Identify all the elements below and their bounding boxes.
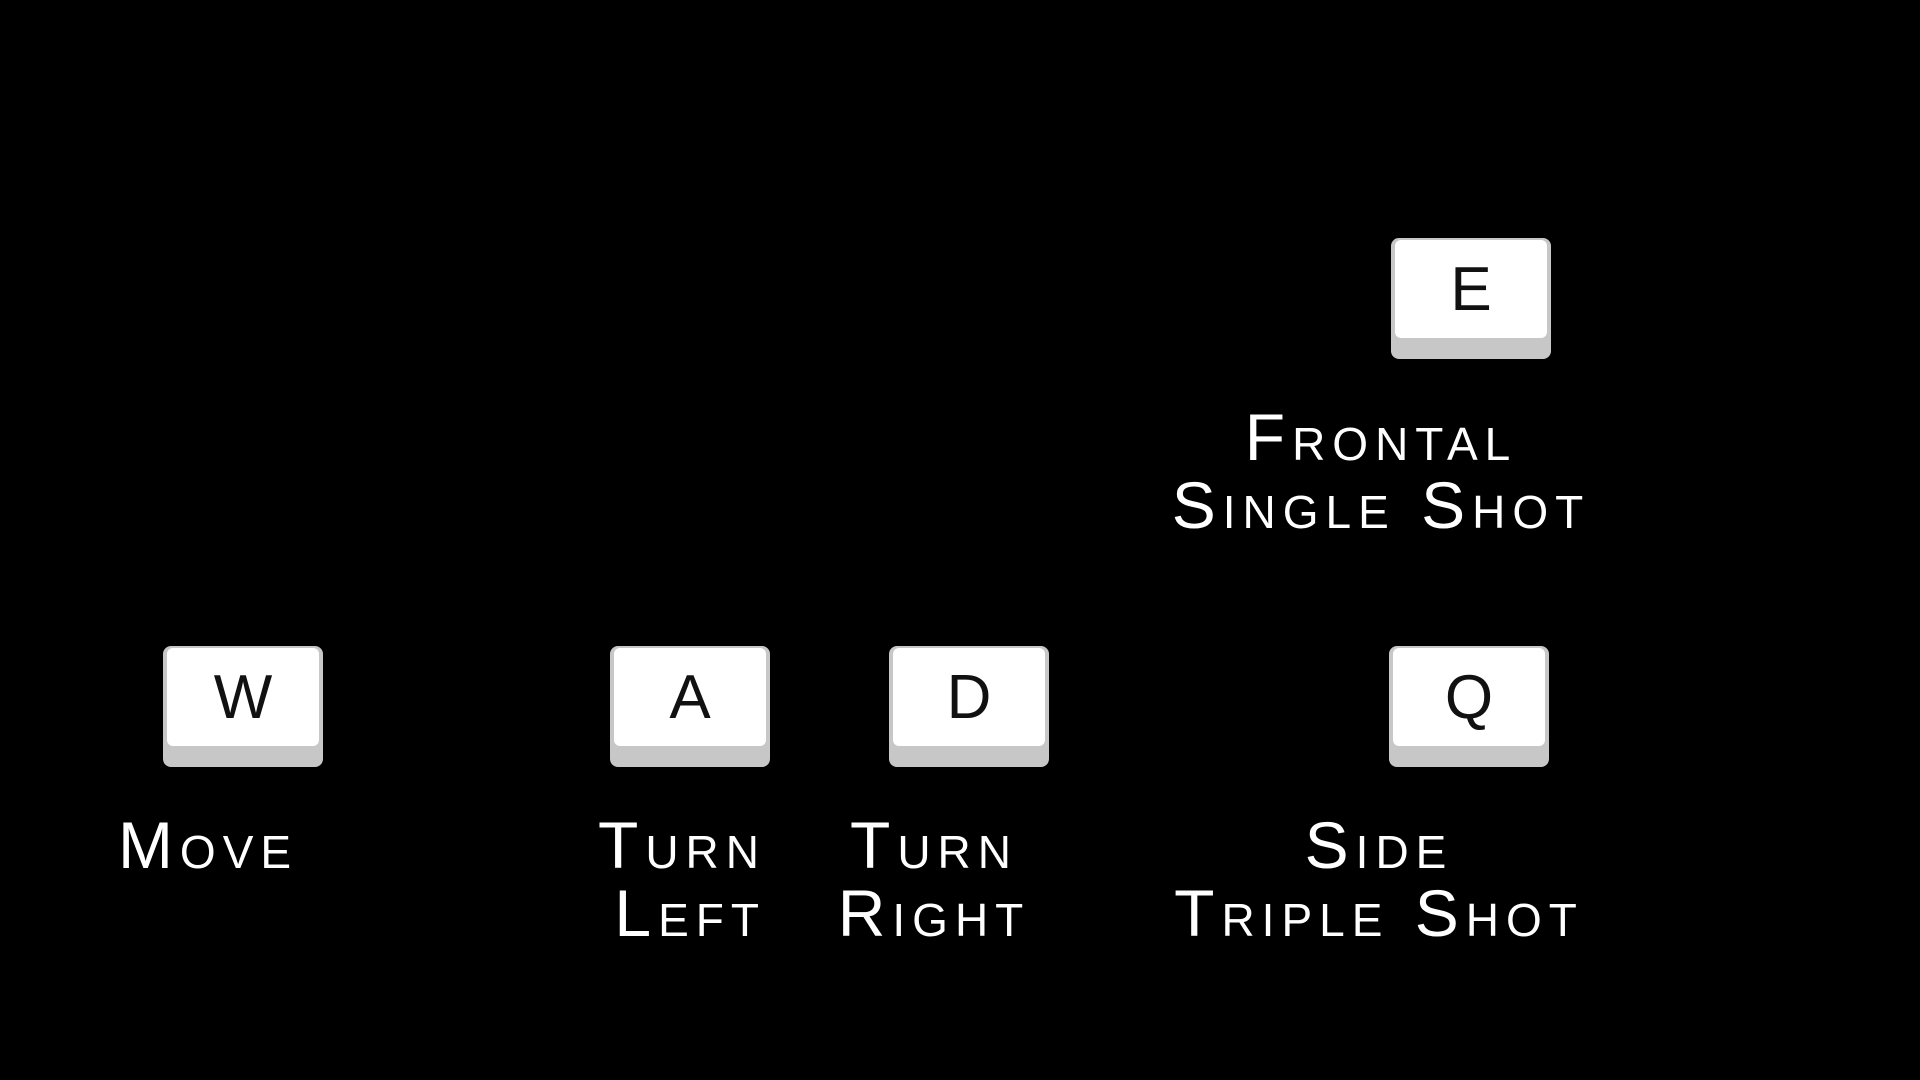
action-label-line: Frontal bbox=[1244, 400, 1518, 474]
action-label-move: Move bbox=[58, 811, 358, 879]
action-label-frontal-single-shot: Frontal Single Shot bbox=[1121, 403, 1641, 539]
key-q-icon: Q bbox=[1389, 646, 1549, 767]
key-w-label: W bbox=[167, 648, 319, 746]
control-side-triple-shot: Q Side Triple Shot bbox=[1174, 646, 1577, 947]
control-frontal-single-shot: E Frontal Single Shot bbox=[1172, 238, 1583, 539]
action-label-line: Move bbox=[117, 808, 299, 882]
action-label-line: Single Shot bbox=[1171, 468, 1591, 542]
action-label-line: Left bbox=[614, 876, 766, 950]
action-label-turn-right: Turn Right bbox=[784, 811, 1084, 947]
action-label-turn-left: Turn Left bbox=[466, 811, 766, 947]
action-label-side-triple-shot: Side Triple Shot bbox=[1119, 811, 1639, 947]
action-label-line: Turn bbox=[850, 808, 1018, 882]
key-d-icon: D bbox=[889, 646, 1049, 767]
key-e-label: E bbox=[1395, 240, 1547, 338]
action-label-line: Turn bbox=[598, 808, 766, 882]
action-label-line: Triple Shot bbox=[1174, 876, 1584, 950]
key-e-icon: E bbox=[1391, 238, 1551, 359]
action-label-line: Right bbox=[837, 876, 1031, 950]
key-q-label: Q bbox=[1393, 648, 1545, 746]
key-w-icon: W bbox=[163, 646, 323, 767]
control-turn-left: A Turn Left bbox=[598, 646, 770, 947]
key-d-label: D bbox=[893, 648, 1045, 746]
key-a-label: A bbox=[614, 648, 766, 746]
action-label-line: Side bbox=[1304, 808, 1454, 882]
control-move: W Move bbox=[118, 646, 323, 879]
control-turn-right: D Turn Right bbox=[838, 646, 1049, 947]
key-a-icon: A bbox=[610, 646, 770, 767]
